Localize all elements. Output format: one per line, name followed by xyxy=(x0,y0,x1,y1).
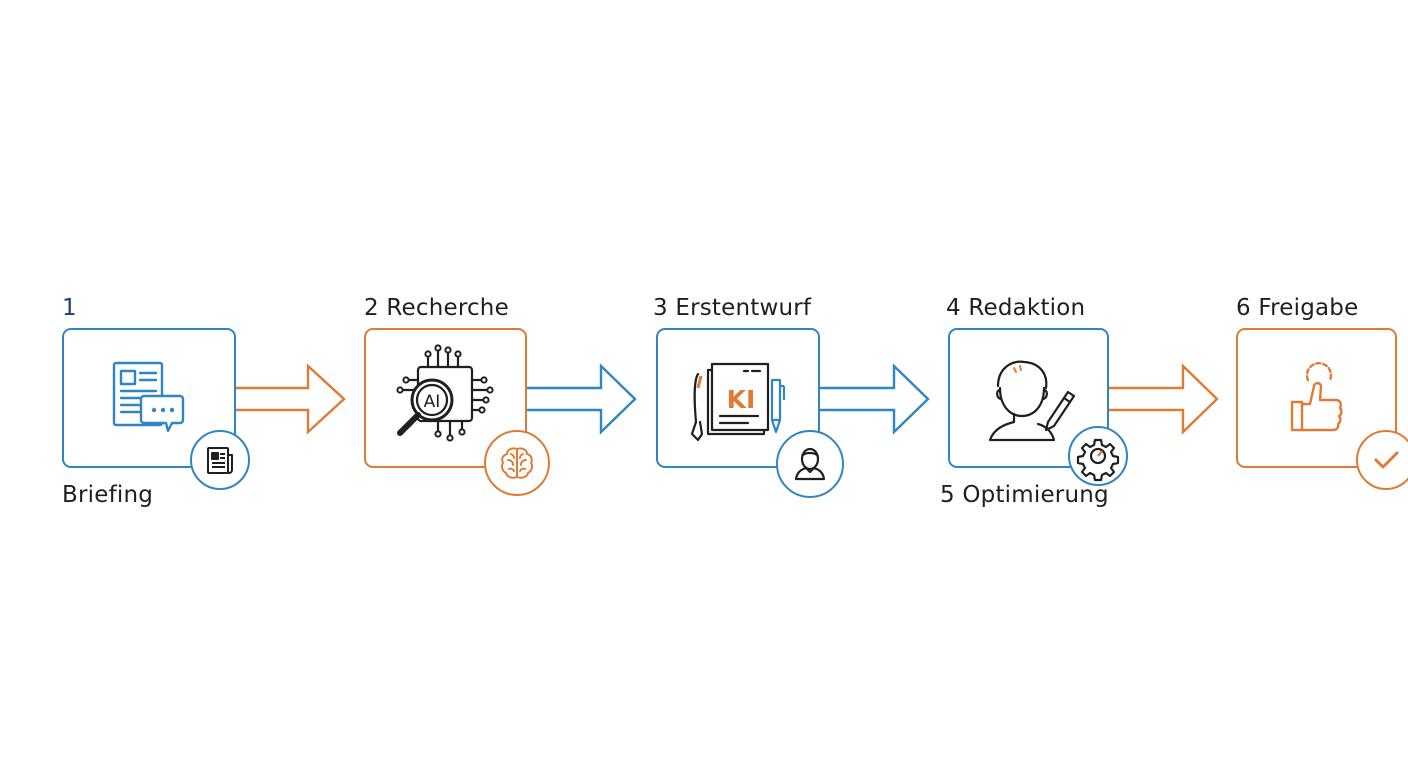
arrow-3 xyxy=(820,363,930,435)
step-6-box xyxy=(1236,328,1397,468)
ai-magnifier-icon: AI xyxy=(396,344,494,442)
document-chat-icon xyxy=(112,361,185,433)
step-2-badge xyxy=(484,430,550,496)
draft-doc-text: KI xyxy=(727,385,756,414)
arrow-2 xyxy=(527,363,637,435)
gear-icon xyxy=(1076,438,1120,482)
step-4-title: 4 Redaktion xyxy=(946,295,1086,321)
brain-icon xyxy=(501,447,533,479)
step-1-badge xyxy=(190,430,250,490)
step-1-label: Briefing xyxy=(62,482,154,508)
step-1-box xyxy=(62,328,236,468)
editor-person-icon xyxy=(988,360,1076,442)
user-icon xyxy=(794,447,826,481)
arrow-1 xyxy=(236,363,346,435)
ai-chip-text: AI xyxy=(424,392,441,412)
step-6-badge xyxy=(1356,430,1408,490)
step-5-label: 5 Optimierung xyxy=(940,482,1109,508)
step-1-number: 1 xyxy=(62,295,77,321)
step-3-badge xyxy=(776,430,844,498)
newspaper-icon xyxy=(207,447,233,474)
thumbs-up-icon xyxy=(1290,362,1343,432)
arrow-4 xyxy=(1109,363,1219,435)
draft-documents-icon: KI xyxy=(690,362,786,442)
step-6-title: 6 Freigabe xyxy=(1236,295,1359,321)
step-4-badge xyxy=(1068,426,1128,486)
checkmark-icon xyxy=(1374,451,1399,469)
step-2-title: 2 Recherche xyxy=(364,295,509,321)
step-3-title: 3 Erstentwurf xyxy=(653,295,812,321)
